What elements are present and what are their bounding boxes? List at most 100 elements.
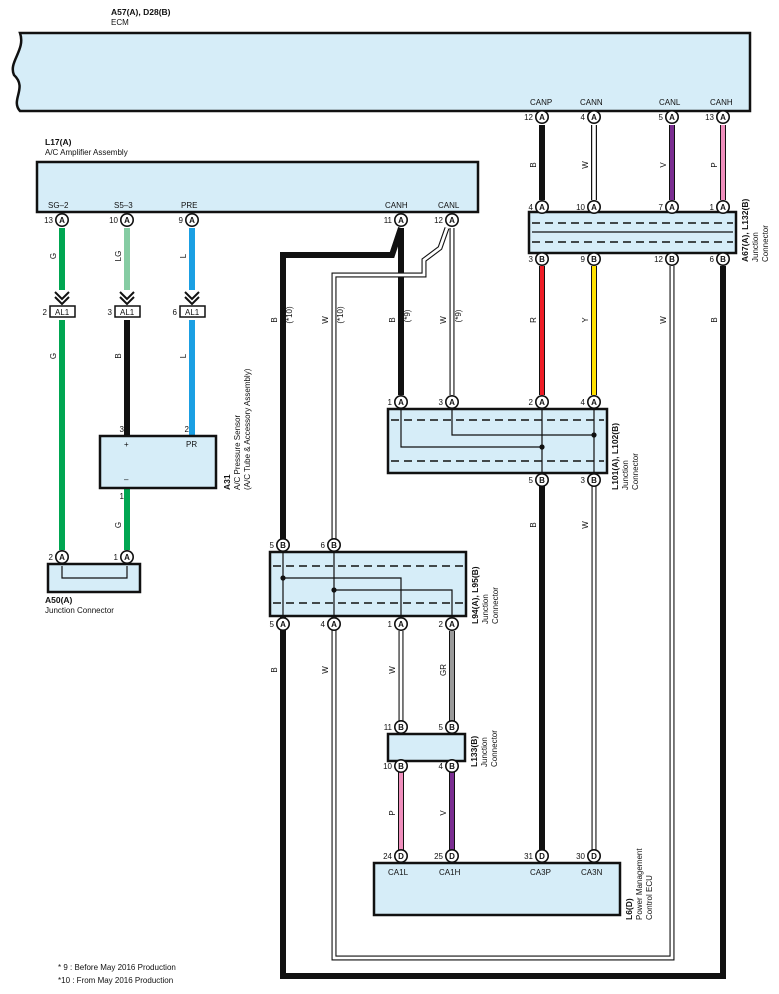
svg-text:B: B <box>270 667 279 672</box>
pin-connector-letter: A <box>124 216 130 225</box>
pin-circle <box>444 719 459 734</box>
svg-text:G: G <box>114 522 123 528</box>
pin-circle <box>275 616 290 631</box>
l6-name: Power Management <box>635 848 644 920</box>
footnote: * 9 : Before May 2016 Production <box>58 963 176 972</box>
pin-connector-letter: A <box>280 620 286 629</box>
pin-circle <box>444 213 459 228</box>
al1-connectors: AL1 AL1 AL1 2 3 6 <box>43 291 206 318</box>
pin-circle <box>54 549 69 564</box>
sensor-sub: (A/C Tube & Accessory Assembly) <box>243 368 252 490</box>
svg-text:LG: LG <box>114 251 123 262</box>
pin-number: 2 <box>49 553 54 562</box>
al1-label: AL1 <box>120 308 135 317</box>
pin-circle <box>393 213 408 228</box>
l101-name: Junction <box>621 460 630 490</box>
pin-connector-letter: A <box>331 620 337 629</box>
svg-text:G: G <box>49 353 58 359</box>
pin-number: 13 <box>44 216 53 225</box>
l133-name: Junction <box>480 737 489 767</box>
svg-text:P: P <box>710 162 719 167</box>
pin-number: 1 <box>388 620 393 629</box>
svg-text:V: V <box>439 810 448 816</box>
pin-circle <box>586 110 601 125</box>
pin-number: 4 <box>581 398 586 407</box>
l6-pin-label: CA3N <box>581 868 603 877</box>
svg-text:B: B <box>388 317 397 322</box>
ecm-pin-label: CANH <box>710 98 733 107</box>
l101-name2: Connector <box>631 453 640 490</box>
pin-circle <box>444 848 459 863</box>
pin-connector-letter: A <box>449 620 455 629</box>
pin-connector-letter: A <box>398 216 404 225</box>
l6-code: L6(D) <box>624 898 634 920</box>
svg-text:W: W <box>659 316 668 324</box>
pin-connector-letter: D <box>591 852 597 861</box>
pin-circle <box>444 758 459 773</box>
pin-number: 9 <box>581 255 586 264</box>
al1-pin: 6 <box>173 308 178 317</box>
svg-text:W: W <box>388 666 397 674</box>
pin-circle <box>393 616 408 631</box>
l6-box <box>372 861 622 917</box>
svg-text:B: B <box>529 162 538 167</box>
sensor-name: A/C Pressure Sensor <box>233 415 242 490</box>
pin-connector-letter: A <box>720 203 726 212</box>
pin-connector-letter: A <box>59 553 65 562</box>
pin-circle <box>664 110 679 125</box>
pin-connector-letter: B <box>591 476 597 485</box>
a67-name2: Connector <box>761 225 770 262</box>
l133-code: L133(B) <box>469 736 479 767</box>
sensor-code: A31 <box>222 474 232 490</box>
pressure-sensor-box <box>98 434 218 490</box>
pin-circle <box>393 394 408 409</box>
pin-number: 12 <box>434 216 443 225</box>
a67-name: Junction <box>751 232 760 262</box>
pin-connector-letter: B <box>398 723 404 732</box>
pin-circle <box>393 758 408 773</box>
l101-box <box>386 407 609 475</box>
sensor-pin-num: 3 <box>120 425 125 434</box>
pin-connector-letter: B <box>449 723 455 732</box>
pin-circle <box>664 200 679 215</box>
footnote: *10 : From May 2016 Production <box>58 976 173 985</box>
svg-text:P: P <box>388 810 397 815</box>
pin-number: 6 <box>321 541 326 550</box>
pin-circle <box>715 252 730 267</box>
pin-number: 9 <box>179 216 184 225</box>
ac-amp-pin-label: PRE <box>181 201 197 210</box>
pin-connector-letter: B <box>539 476 545 485</box>
ecm-pin-label: CANP <box>530 98 552 107</box>
sensor-pin-num: 1 <box>120 492 125 501</box>
pin-number: 12 <box>524 113 533 122</box>
svg-text:(*9): (*9) <box>454 309 463 322</box>
pin-circle <box>275 537 290 552</box>
svg-text:R: R <box>529 317 538 323</box>
al1-label: AL1 <box>55 308 70 317</box>
pin-connector-letter: D <box>398 852 404 861</box>
pin-connector-letter: A <box>539 398 545 407</box>
pin-number: 2 <box>439 620 444 629</box>
pin-connector-letter: B <box>398 762 404 771</box>
pin-number: 3 <box>529 255 534 264</box>
al1-label: AL1 <box>185 308 200 317</box>
ac-amp-name: A/C Amplifier Assembly <box>45 148 128 157</box>
pin-circle <box>586 252 601 267</box>
l6-name2: Control ECU <box>645 875 654 920</box>
svg-text:L: L <box>179 253 188 258</box>
ac-amp-pin-label: S5–3 <box>114 201 133 210</box>
pin-circle <box>586 200 601 215</box>
pin-connector-letter: B <box>331 541 337 550</box>
pin-connector-letter: B <box>539 255 545 264</box>
svg-text:(*10): (*10) <box>285 306 294 324</box>
a50-name: Junction Connector <box>45 606 114 615</box>
a67-code: A67(A), L132(B) <box>740 199 750 262</box>
l94-box <box>268 550 468 618</box>
ac-amp-pin-label: CANL <box>438 201 460 210</box>
ac-amp-code: L17(A) <box>45 137 72 147</box>
ac-amp-box <box>35 160 480 214</box>
ac-amp-pin-label: SG–2 <box>48 201 69 210</box>
pin-number: 7 <box>659 203 664 212</box>
pin-number: 25 <box>434 852 443 861</box>
ecm-pin-label: CANN <box>580 98 603 107</box>
